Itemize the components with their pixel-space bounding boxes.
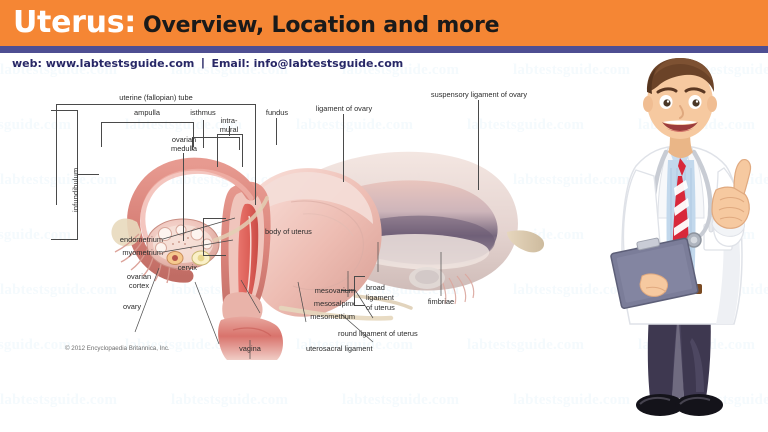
label-cervix: cervix <box>177 263 197 272</box>
label-mesometrium: mesometrium <box>310 312 355 321</box>
leader-broad-ligament-tick <box>341 290 355 291</box>
label-round-ligament: round ligament of uterus <box>338 329 418 338</box>
watermark-text: labtestsguide.com <box>342 392 460 408</box>
label-ovary: ovary <box>122 302 142 311</box>
title-subtitle: Overview, Location and more <box>142 13 500 38</box>
website-label[interactable]: web: www.labtestsguide.com <box>12 56 195 70</box>
doctor-illustration <box>610 58 752 416</box>
title-main: Uterus: <box>13 5 136 40</box>
label-vagina: vagina <box>239 344 261 353</box>
label-uterosacral-ligament: uterosacral ligament <box>306 344 373 353</box>
leader-isthmus-bracket <box>192 137 240 150</box>
label-ovarian-medulla-line2: medulla <box>171 144 197 153</box>
label-intramural-line1: intra- <box>220 116 238 125</box>
email-label[interactable]: Email: info@labtestsguide.com <box>211 56 404 70</box>
header-divider <box>0 46 768 53</box>
label-broad-ligament-line1: broad <box>366 283 385 292</box>
watermark-text: labtestsguide.com <box>171 392 289 408</box>
label-suspensory-ligament: suspensory ligament of ovary <box>430 90 528 99</box>
label-mesosalpinx: mesosalpinx <box>313 299 355 308</box>
label-ovarian-cortex-line2: cortex <box>128 281 150 290</box>
leader-uterine-tube <box>56 104 256 205</box>
label-fimbriae: fimbriae <box>427 297 455 306</box>
label-fundus: fundus <box>265 108 289 117</box>
watermark-text: labtestsguide.com <box>0 392 118 408</box>
leader-intramural-stem <box>229 126 230 136</box>
label-broad-ligament-line3: of uterus <box>366 303 395 312</box>
label-uterine-tube: uterine (fallopian) tube <box>119 93 193 102</box>
leader-cervix <box>203 218 226 256</box>
leader-ligament-of-ovary <box>343 114 344 182</box>
label-body-of-uterus: body of uterus <box>265 227 312 236</box>
label-ampulla: ampulla <box>134 108 160 117</box>
label-myometrium: myometrium <box>122 248 163 257</box>
label-infundibulum: infundibulum <box>71 167 80 212</box>
copyright-notice: © 2012 Encyclopaedia Britannica, Inc. <box>65 345 170 352</box>
subheader-bar: web: www.labtestsguide.com | Email: info… <box>0 53 768 73</box>
label-isthmus: isthmus <box>190 108 216 117</box>
leader-isthmus <box>203 120 204 148</box>
leader-ampulla <box>101 122 194 147</box>
label-intramural-line2: mural <box>219 125 239 134</box>
label-mesovarium: mesovarium <box>314 286 355 295</box>
leader-intramural <box>217 134 243 167</box>
page-title: Uterus: Overview, Location and more <box>0 5 500 40</box>
leader-suspensory-ligament <box>478 100 479 190</box>
label-ovarian-medulla-line1: ovarian <box>171 135 197 144</box>
subheader-separator: | <box>201 57 205 69</box>
label-ovarian-cortex-line1: ovarian <box>126 272 152 281</box>
label-endometrium: endometrium <box>119 235 163 244</box>
leader-fundus <box>276 118 277 145</box>
uterus-diagram: uterine (fallopian) tube ampulla isthmus… <box>51 82 565 367</box>
label-ligament-of-ovary: ligament of ovary <box>315 104 373 113</box>
leader-broad-ligament <box>354 276 365 306</box>
leader-ovarian-medulla <box>183 153 184 241</box>
label-broad-ligament-line2: ligament <box>366 293 394 302</box>
header-bar: Uterus: Overview, Location and more <box>0 0 768 46</box>
leader-infundibulum <box>51 110 78 240</box>
leader-infundibulum-tick <box>77 174 99 175</box>
